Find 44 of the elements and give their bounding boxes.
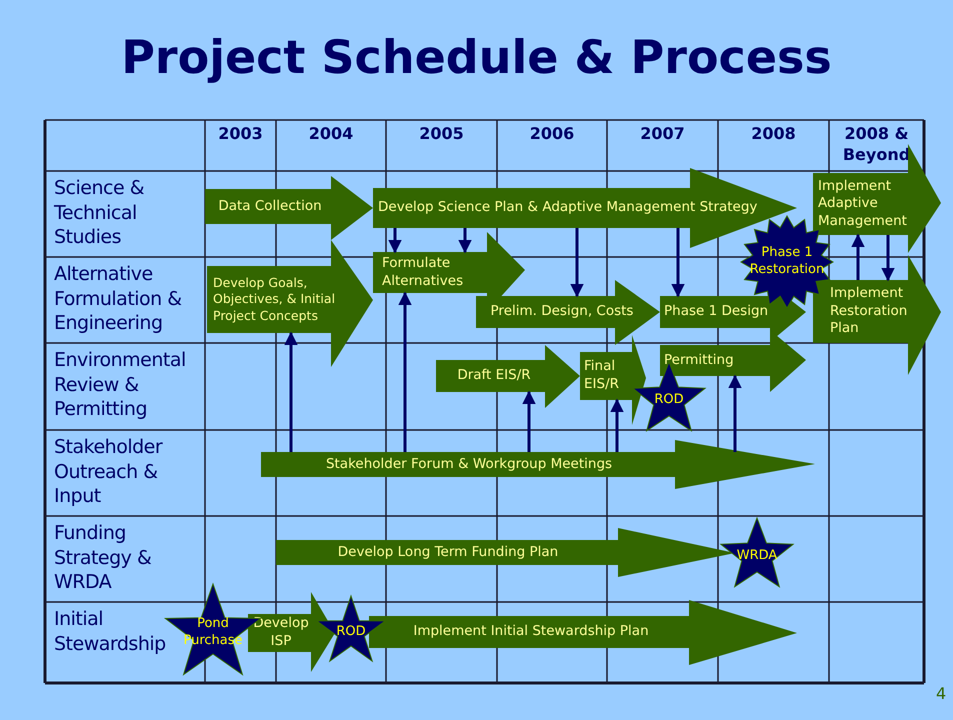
arrow xyxy=(728,374,742,452)
page-number: 4 xyxy=(936,684,946,703)
row-header: Environmental Review & Permitting xyxy=(54,349,186,420)
arrow xyxy=(388,228,402,254)
arrow xyxy=(398,292,412,452)
milestone-label: ROD xyxy=(654,392,684,408)
slide-title: Project Schedule & Process xyxy=(120,30,833,84)
column-header: 2006 xyxy=(530,124,574,143)
task-label: Develop Long Term Funding Plan xyxy=(338,544,558,562)
task-label: Develop Science Plan & Adaptive Management Strategy xyxy=(378,199,758,217)
task-label: Prelim. Design, Costs xyxy=(490,303,634,321)
column-header: 2007 xyxy=(640,124,685,143)
row-header: Science & Technical Studies xyxy=(54,177,144,248)
column-header: 2008 xyxy=(751,124,796,143)
milestone-label: ROD xyxy=(336,624,366,640)
arrow xyxy=(458,228,472,254)
task-label: Permitting xyxy=(664,352,734,370)
row-header: Funding Strategy & WRDA xyxy=(54,522,152,594)
arrow xyxy=(851,234,865,280)
task-label: Phase 1 Design xyxy=(664,303,768,321)
task-label: Stakeholder Forum & Workgroup Meetings xyxy=(326,456,612,474)
task-label: Formulate Alternatives xyxy=(382,254,464,290)
arrow xyxy=(522,390,536,452)
task-label: Develop Goals, Objectives, & Initial Project Concepts xyxy=(213,275,336,324)
arrow xyxy=(671,228,685,298)
arrow xyxy=(570,228,584,298)
row-header: Initial Stewardship xyxy=(54,608,166,655)
row-header: Alternative Formulation & Engineering xyxy=(54,263,182,334)
task-label: Implement Restoration Plan xyxy=(830,285,908,338)
column-header: 2003 xyxy=(218,124,263,143)
task-label: Implement Adaptive Management xyxy=(818,178,908,230)
arrow xyxy=(881,235,895,282)
task-label: Draft EIS/R xyxy=(457,367,531,385)
column-header: 2004 xyxy=(308,124,354,143)
column-header: 2005 xyxy=(419,124,464,143)
arrow xyxy=(610,398,624,452)
task-label: Final EIS/R xyxy=(584,358,620,394)
task-label: Implement Initial Stewardship Plan xyxy=(413,623,649,641)
milestone-label: Phase 1 Restoration xyxy=(748,245,826,279)
column-header: 2008 & Beyond xyxy=(842,124,910,164)
milestone-label: WRDA xyxy=(736,548,778,564)
arrow xyxy=(284,332,298,452)
row-header: Stakeholder Outreach & Input xyxy=(54,436,162,508)
task-label: Data Collection xyxy=(218,198,322,216)
